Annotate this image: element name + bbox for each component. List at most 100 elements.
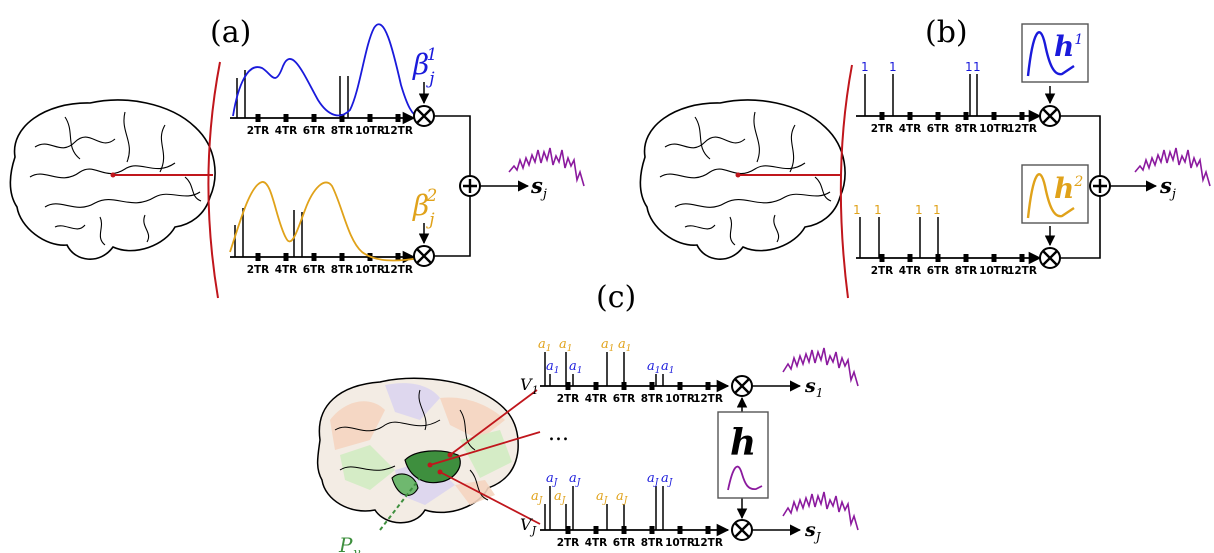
tick-label: 10TR (355, 264, 385, 276)
tick-label: 8TR (331, 264, 354, 276)
tick-label: 4TR (899, 123, 922, 135)
tick-mark (283, 114, 289, 122)
coef-a: aJ (596, 489, 609, 506)
tick-mark (963, 254, 969, 262)
tick-label: 6TR (613, 537, 636, 549)
tick-mark (621, 526, 627, 534)
coef-a: a1 (601, 337, 615, 354)
tick-label: 12TR (1007, 123, 1037, 135)
tick-mark (935, 112, 941, 120)
tick-mark (705, 382, 711, 390)
coef-a: a1 (559, 337, 573, 354)
tick-label: 8TR (955, 123, 978, 135)
spike-weight: 1 (915, 203, 923, 217)
coef-a: a1 (546, 359, 560, 376)
tick-label: 4TR (899, 265, 922, 277)
tick-label: 6TR (303, 264, 326, 276)
tick-mark (593, 526, 599, 534)
hrf-box-1 (1021, 23, 1089, 83)
brace-a (207, 61, 221, 299)
tick-label: 2TR (247, 125, 270, 137)
output-s-j-b: sj (1159, 173, 1176, 202)
tick-label: 4TR (585, 393, 608, 405)
coef-a: a1 (661, 359, 675, 376)
tick-label: 10TR (355, 125, 385, 137)
tick-mark (367, 114, 373, 122)
brace-b (839, 64, 853, 299)
signal-trace-c-bottom (782, 491, 859, 531)
brain-b (639, 99, 846, 260)
panel-c: (c) Pγ (316, 280, 859, 553)
tick-label: 6TR (303, 125, 326, 137)
beta-2-label: βj2 (412, 186, 437, 230)
hrf-curve-orange-b (1026, 173, 1075, 219)
tick-mark (935, 254, 941, 262)
vJ-label: VJ (520, 515, 537, 537)
tick-mark (621, 382, 627, 390)
shared-hrf-box (717, 411, 769, 499)
coef-a: aJ (569, 471, 582, 488)
output-s-J: sJ (804, 519, 822, 544)
tick-mark (991, 254, 997, 262)
coef-a: aJ (554, 489, 567, 506)
brain-a (9, 99, 216, 260)
tick-mark (395, 114, 401, 122)
tick-label: 4TR (585, 537, 608, 549)
hrf-curve-blue-b (1026, 31, 1075, 77)
tick-label: 12TR (693, 393, 723, 405)
tick-mark (255, 253, 261, 261)
ellipsis: ... (548, 421, 569, 446)
tick-label: 12TR (383, 125, 413, 137)
hrf-curve-orange-a (229, 181, 421, 262)
tick-mark (565, 382, 571, 390)
spike-weight: 1 (973, 60, 981, 74)
sum-wires-b (1060, 115, 1101, 259)
coef-a: aJ (531, 489, 544, 506)
tick-label: 12TR (1007, 265, 1037, 277)
tick-label: 10TR (665, 393, 695, 405)
coef-a: aJ (546, 471, 559, 488)
hrf-curve-blue-a (232, 23, 421, 119)
beta-1-label: βj1 (412, 45, 437, 89)
tick-label: 4TR (275, 264, 298, 276)
tick-label: 10TR (979, 123, 1009, 135)
coef-a: aJ (616, 489, 629, 506)
tick-label: 10TR (665, 537, 695, 549)
voxel-links-c (429, 389, 541, 525)
coef-a: aJ (647, 471, 660, 488)
signal-trace-c-top (782, 347, 859, 387)
tick-mark (879, 254, 885, 262)
sum-wires-a (434, 115, 471, 257)
tick-label: 2TR (871, 265, 894, 277)
tick-label: 2TR (871, 123, 894, 135)
tick-mark (311, 114, 317, 122)
tick-label: 8TR (641, 393, 664, 405)
tick-mark (339, 253, 345, 261)
spike-weight: 1 (874, 203, 882, 217)
tick-label: 6TR (613, 393, 636, 405)
tick-label: 12TR (693, 537, 723, 549)
tick-label: 8TR (955, 265, 978, 277)
output-s-1: s1 (804, 375, 823, 400)
tick-mark (283, 253, 289, 261)
signal-trace-a (508, 147, 585, 187)
sum-icon (458, 174, 482, 198)
tick-mark (1019, 254, 1025, 262)
output-s-j-a: sj (530, 173, 547, 202)
tick-mark (395, 253, 401, 261)
tick-label: 6TR (927, 265, 950, 277)
h1-label: h1 (1054, 30, 1083, 63)
spike-weight: 1 (853, 203, 861, 217)
spike-weight: 1 (889, 60, 897, 74)
multiply-icon (730, 374, 754, 398)
